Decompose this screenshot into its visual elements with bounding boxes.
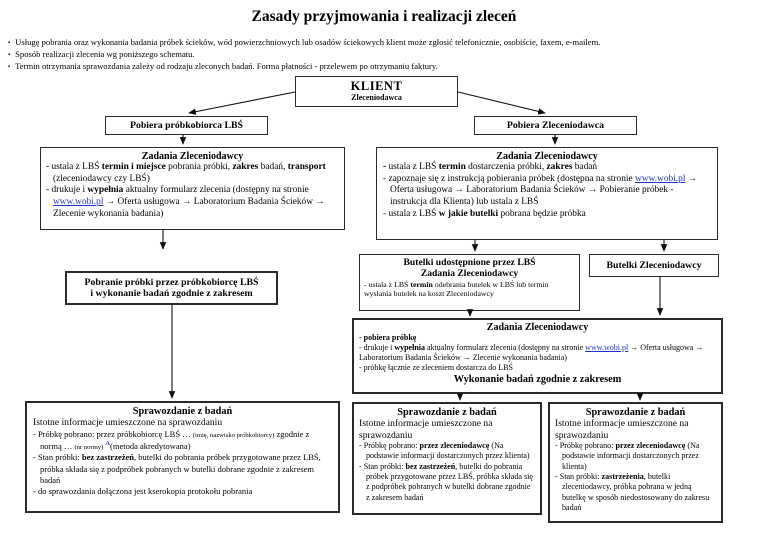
butelki-lbs-box: Butelki udostępnione przez LBŚ Zadania Z… [359,254,580,311]
sprawozdanie-item: - do sprawozdania dołączona jest kseroko… [33,485,253,496]
intro-note: Termin otrzymania sprawozdania zależy od… [8,61,760,73]
sprawozdanie-item: - Stan próbki: zastrzeżenia, butelki zle… [555,472,710,513]
wobi-link[interactable]: www.wobi.pl [53,196,104,207]
pobiera-zleceniodawca-box: Pobiera Zleceniodawca [474,116,637,135]
sprawozdanie-title: Sprawozdanie z badań [397,407,497,418]
butelki-lbs-items: - ustala z LBŚ termin odebrania butelek … [364,280,575,299]
zadania-item: - próbkę łącznie ze zleceniem dostarcza … [359,363,513,373]
wobi-link[interactable]: www.wobi.pl [585,343,629,353]
pobiera-probkobiorca-box: Pobiera próbkobiorca LBŚ [105,116,268,135]
klient-subtitle: Zleceniodawca [351,93,402,102]
klient-title: KLIENT [350,79,403,93]
sprawozdanie-item: - Próbkę pobrano: przez próbkobiorcę LBŚ… [33,428,310,451]
fine-print: (imię, nazwisko próbkobiorcy) [192,431,275,439]
sprawozdanie-subtitle: Istotne informacje umieszczone na sprawo… [555,418,689,441]
zadania-left-box: Zadania Zleceniodawcy - ustala z LBŚ ter… [40,147,345,230]
sprawozdanie-item: - Próbkę pobrano: przez zleceniodawcę (N… [359,441,530,461]
sprawozdanie-items: - Próbkę pobrano: przez zleceniodawcę (N… [555,441,716,514]
fine-print: (nr normy) [74,443,104,451]
sprawozdanie-mid-box: Sprawozdanie z badań Istotne informacje … [352,402,542,515]
butelki-zleceniodawcy-box: Butelki Zleceniodawcy [589,254,719,277]
butelki-lbs-title: Butelki udostępnione przez LBŚ [403,257,536,268]
wykonanie-badan-label: Wykonanie badań zgodnie z zakresem [453,374,622,386]
pobiera-probkobiorca-label: Pobiera próbkobiorca LBŚ [129,120,244,131]
page-title: Zasady przyjmowania i realizacji zleceń [251,8,517,25]
accredited-method-mark: A [105,440,111,448]
intro-note: Sposób realizacji zlecenia wg poniższego… [8,49,760,61]
sprawozdanie-right-box: Sprawozdanie z badań Istotne informacje … [548,402,723,523]
butelki-zleceniodawcy-label: Butelki Zleceniodawcy [606,260,702,271]
zadania-item: - pobiera próbkę [359,333,417,342]
sprawozdanie-items: - Próbkę pobrano: przez próbkobiorcę LBŚ… [33,429,332,497]
pobranie-line2: i wykonanie badań zgodnie z zakresem [90,288,253,299]
pobiera-zleceniodawca-label: Pobiera Zleceniodawca [506,120,605,131]
zadania-wide-title: Zadania Zleceniodawcy [486,322,589,333]
zadania-wide-box: Zadania Zleceniodawcy - pobiera próbkę- … [352,318,723,394]
zadania-right-box: Zadania Zleceniodawcy - ustala z LBŚ ter… [376,147,718,240]
zadania-wide-items: - pobiera próbkę- drukuje i wypełnia akt… [359,333,716,373]
zadania-item: - ustala z LBŚ termin i miejsce pobrania… [46,162,326,184]
pobranie-probki-box: Pobranie próbki przez próbkobiorcę LBŚ i… [65,271,278,305]
zadania-item: - ustala z LBŚ termin dostarczenia próbk… [383,162,598,172]
sprawozdanie-item: - Stan próbki: bez zastrzeżeń, butelki d… [33,452,321,485]
sprawozdanie-subtitle: Istotne informacje umieszczone na sprawo… [359,418,493,441]
zadania-right-items: - ustala z LBŚ termin dostarczenia próbk… [383,162,711,220]
klient-box: KLIENT Zleceniodawca [295,76,458,107]
zadania-left-title: Zadania Zleceniodawcy [141,151,244,162]
butelki-item: - ustala z LBŚ termin odebrania butelek … [364,279,549,299]
sprawozdanie-subtitle: Istotne informacje umieszczone na sprawo… [33,417,223,428]
zadania-left-items: - ustala z LBŚ termin i miejsce pobrania… [46,162,339,220]
sprawozdanie-item: - Stan próbki: bez zastrzeżeń, butelki d… [359,461,533,502]
zadania-right-title: Zadania Zleceniodawcy [496,151,598,162]
sprawozdanie-title: Sprawozdanie z badań [132,406,233,417]
sprawozdanie-left-box: Sprawozdanie z badań Istotne informacje … [25,401,340,513]
sprawozdanie-title: Sprawozdanie z badań [585,407,686,418]
zadania-item: - drukuje i wypełnia aktualny formularz … [359,343,704,363]
zadania-item: - zapoznaje się z instrukcją pobierania … [383,173,698,207]
intro-note: Usługę pobrania oraz wykonania badania p… [8,37,760,49]
wobi-link[interactable]: www.wobi.pl [635,173,686,184]
butelki-lbs-subtitle: Zadania Zleceniodawcy [420,268,519,280]
zadania-item: - ustala z LBŚ w jakie butelki pobrana b… [383,208,586,219]
sprawozdanie-items: - Próbkę pobrano: przez zleceniodawcę (N… [359,441,535,503]
zadania-item: - drukuje i wypełnia aktualny formularz … [46,185,325,219]
intro-notes: Usługę pobrania oraz wykonania badania p… [8,37,760,73]
sprawozdanie-item: - Próbkę pobrano: przez zleceniodawcę (N… [555,441,700,471]
pobranie-line1: Pobranie próbki przez próbkobiorcę LBŚ [84,277,259,288]
